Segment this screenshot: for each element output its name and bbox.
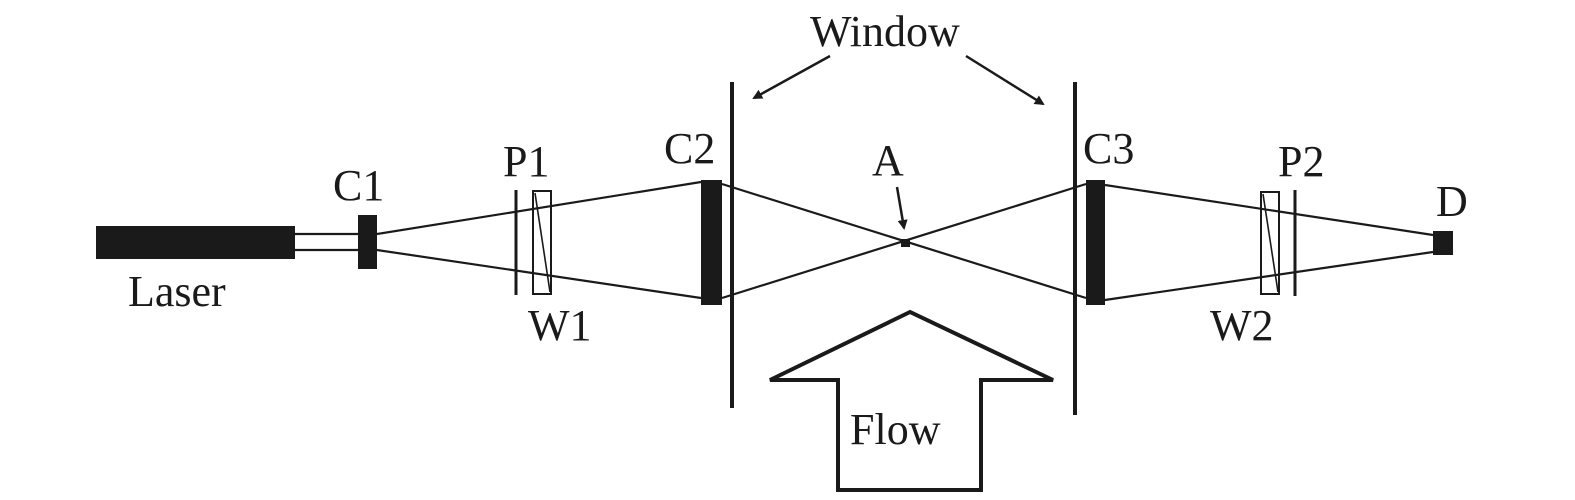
d-label: D bbox=[1436, 177, 1468, 226]
beam-lower-c3-d bbox=[1104, 250, 1434, 302]
wedge-w2 bbox=[1260, 191, 1280, 295]
beam-upper-c1-c2 bbox=[376, 180, 702, 236]
wedge-w1-frame bbox=[532, 190, 552, 295]
laser-body bbox=[96, 226, 295, 259]
flow-arrow bbox=[769, 309, 1054, 492]
wedge-w2-frame bbox=[1260, 191, 1280, 295]
beam-upper-c3-d bbox=[1104, 183, 1434, 237]
wedge-w1 bbox=[532, 190, 552, 295]
wedge-w1-diagonal bbox=[534, 192, 551, 293]
w2-label: W2 bbox=[1210, 301, 1274, 350]
collimator-c1 bbox=[358, 215, 377, 269]
laser-label: Laser bbox=[128, 267, 226, 316]
c2-label: C2 bbox=[664, 124, 715, 173]
detector-d bbox=[1433, 231, 1453, 255]
laser bbox=[96, 226, 358, 259]
c3-label: C3 bbox=[1083, 124, 1134, 173]
a-pointer-arrow bbox=[895, 186, 908, 230]
window-left-arrow bbox=[752, 54, 831, 100]
p1-label: P1 bbox=[503, 137, 549, 186]
lens-c3 bbox=[1086, 180, 1105, 305]
measurement-point-a bbox=[901, 239, 910, 247]
beam-lower-c1-c2 bbox=[376, 248, 702, 300]
window-label: Window bbox=[810, 7, 960, 56]
p2-label: P2 bbox=[1278, 137, 1324, 186]
flow-label: Flow bbox=[850, 405, 941, 454]
lens-c2 bbox=[701, 180, 722, 305]
c1-label: C1 bbox=[333, 161, 384, 210]
a-label: A bbox=[872, 136, 904, 185]
w1-label: W1 bbox=[528, 301, 592, 350]
window-right-arrow bbox=[965, 54, 1045, 106]
wedge-w2-diagonal bbox=[1262, 193, 1279, 293]
